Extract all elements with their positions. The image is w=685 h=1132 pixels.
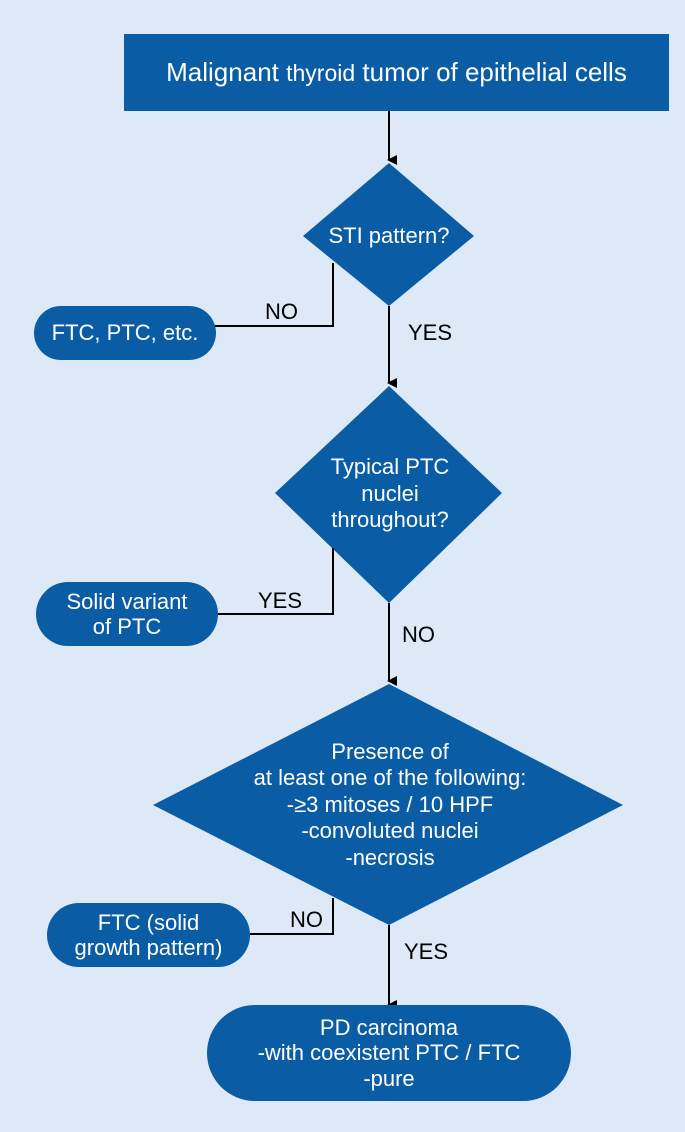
result-pd-line: -pure <box>363 1065 415 1091</box>
edge-q2-to-r2 <box>218 548 334 615</box>
q3-line: at least one of the following: <box>253 765 527 791</box>
edge-label-q3-yes: YES <box>404 939 449 964</box>
edge-label-q1-no: NO <box>265 299 298 324</box>
q2-line: throughout? <box>331 507 449 533</box>
result-ftc-ptc-etc: FTC, PTC, etc. <box>34 306 216 360</box>
result-ftc-solid-line: growth pattern) <box>74 935 223 960</box>
result-solid-variant-ptc: Solid variant of PTC <box>36 582 218 646</box>
q2-line: Typical PTC <box>330 454 450 480</box>
result-ftc-solid-growth: FTC (solid growth pattern) <box>47 903 250 967</box>
edge-label-q2-no: NO <box>402 622 435 647</box>
result-solid-variant-line: of PTC <box>92 614 162 639</box>
edge-label-q1-yes: YES <box>408 320 453 345</box>
result-pd-line: -with coexistent PTC / FTC <box>257 1040 521 1066</box>
diamond-typical-ptc <box>275 386 502 603</box>
edge-q3-to-r3 <box>250 898 334 935</box>
result-solid-variant-line: Solid variant <box>66 588 188 614</box>
edge-label-q2-yes: YES <box>258 588 303 613</box>
start-box: Malignant thyroid tumor of epithelial ce… <box>124 34 669 111</box>
q3-line: Presence of <box>331 739 449 765</box>
diamond-presence-of <box>153 684 623 925</box>
result-pd-line: PD carcinoma <box>319 1015 459 1041</box>
diamond-sti-pattern <box>303 163 474 306</box>
result-ftc-solid-line: FTC (solid <box>97 909 200 935</box>
result-ftc-ptc-etc-label: FTC, PTC, etc. <box>51 320 199 346</box>
edge-label-q3-no: NO <box>290 907 323 932</box>
q3-line: -≥3 mitoses / 10 HPF <box>286 791 494 817</box>
edge-q1-to-r1 <box>214 263 334 327</box>
q3-line: -convoluted nuclei <box>301 818 479 844</box>
q1-line: STI pattern? <box>328 222 450 248</box>
start-label-thyroid: thyroid <box>286 59 356 86</box>
q2-text: Typical PTC nuclei throughout? <box>290 448 490 540</box>
q3-line: -necrosis <box>345 844 435 870</box>
q1-text: STI pattern? <box>303 215 475 257</box>
q2-line: nuclei <box>361 480 419 506</box>
result-pd-carcinoma: PD carcinoma -with coexistent PTC / FTC … <box>207 1005 571 1101</box>
q3-text: Presence of at least one of the followin… <box>200 734 580 876</box>
start-label-end: tumor of epithelial cells <box>355 56 627 87</box>
start-label: Malignant thyroid tumor of epithelial ce… <box>166 56 627 88</box>
start-label-main: Malignant <box>166 56 287 87</box>
